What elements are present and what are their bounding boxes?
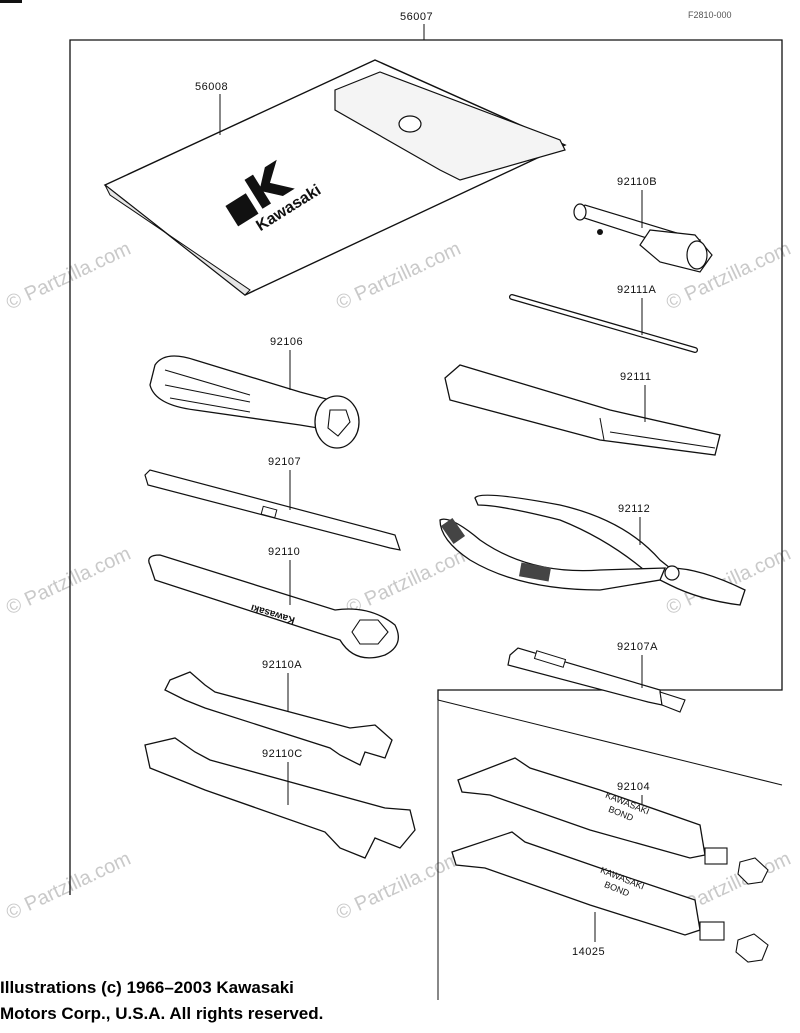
bond-tube-upper: KAWASAKI BOND bbox=[457, 757, 769, 885]
sub-frame bbox=[437, 699, 783, 786]
watermark: © Partzilla.com bbox=[343, 543, 474, 620]
label-92107A: 92107A bbox=[617, 641, 658, 653]
open-wrench-small bbox=[164, 671, 393, 766]
label-92110C: 92110C bbox=[262, 748, 303, 760]
watermark: © Partzilla.com bbox=[3, 543, 134, 620]
open-wrench-large bbox=[144, 737, 416, 859]
watermark: © Partzilla.com bbox=[333, 848, 464, 925]
screwdriver-handle bbox=[149, 355, 360, 449]
label-92111A: 92111A bbox=[617, 284, 656, 296]
corner-mark bbox=[0, 0, 22, 3]
label-92111: 92111 bbox=[620, 371, 651, 383]
phillips-bit bbox=[507, 647, 686, 713]
label-56007: 56007 bbox=[400, 11, 433, 23]
label-92107: 92107 bbox=[268, 456, 301, 468]
bond-tube-lower: KAWASAKI BOND bbox=[451, 831, 769, 963]
watermark: © Partzilla.com bbox=[3, 238, 134, 315]
reference-code: F2810-000 bbox=[688, 10, 732, 20]
label-92110: 92110 bbox=[268, 546, 300, 558]
label-92110B: 92110B bbox=[617, 176, 657, 188]
screwdriver-bit bbox=[144, 469, 401, 551]
label-14025: 14025 bbox=[572, 946, 605, 958]
tool-pouch: Kawasaki bbox=[103, 59, 567, 296]
watermark: © Partzilla.com bbox=[333, 238, 464, 315]
pliers bbox=[439, 494, 746, 606]
watermark: © Partzilla.com bbox=[3, 848, 134, 925]
kit-frame bbox=[69, 39, 783, 895]
label-92112: 92112 bbox=[618, 503, 650, 515]
label-92106: 92106 bbox=[270, 336, 303, 348]
copyright-line-1: Illustrations (c) 1966–2003 Kawasaki bbox=[0, 978, 294, 997]
extension-bar bbox=[444, 364, 721, 456]
label-92110A: 92110A bbox=[262, 659, 302, 671]
copyright-line-2: Motors Corp., U.S.A. All rights reserved… bbox=[0, 1004, 324, 1023]
label-56008: 56008 bbox=[195, 81, 228, 93]
plug-socket-wrench bbox=[573, 203, 713, 273]
tommy-bar bbox=[509, 294, 698, 353]
label-92104: 92104 bbox=[617, 781, 650, 793]
